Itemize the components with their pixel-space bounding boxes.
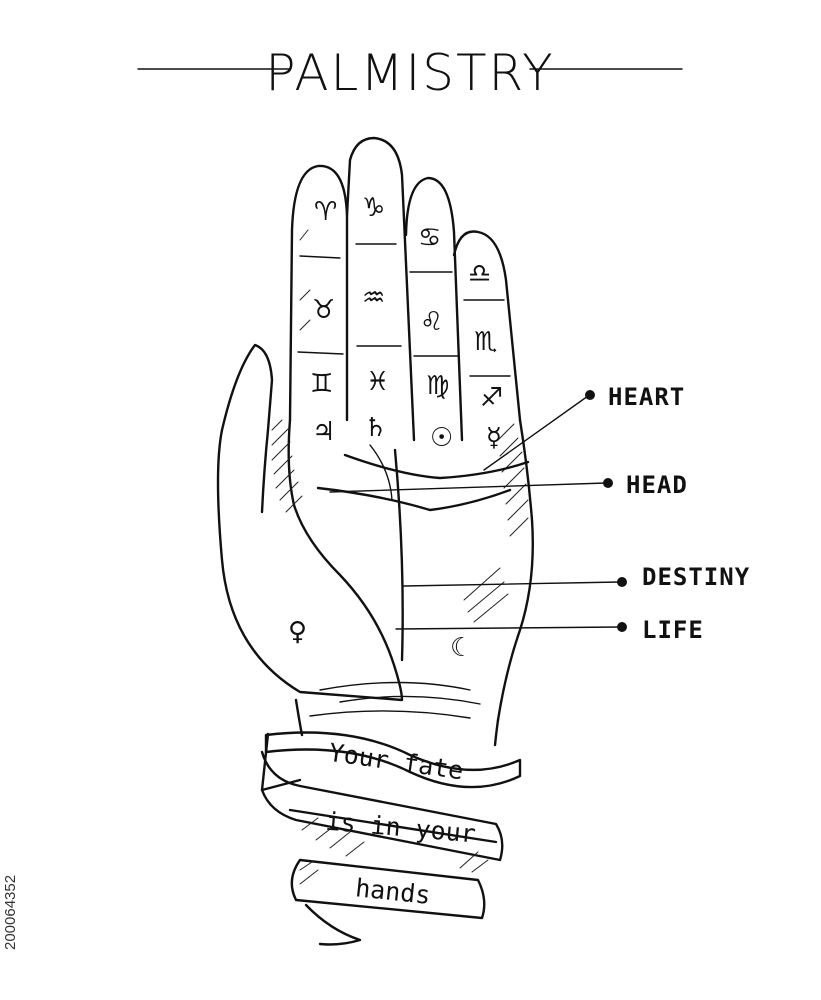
sun-icon: ☉: [430, 423, 453, 453]
taurus-icon: ♉: [312, 295, 335, 325]
ribbon-banner: Your fate is in your hands: [260, 731, 522, 946]
heart-dot: [585, 390, 595, 400]
ribbon-line-2: is in your: [325, 807, 477, 849]
saturn-icon: ♄: [364, 413, 387, 443]
stock-id-watermark: 200064352: [2, 760, 28, 970]
life-dot: [617, 622, 627, 632]
hand-drawing: [216, 136, 534, 747]
little-finger: [452, 230, 522, 422]
ribbon-line-3: hands: [354, 873, 432, 910]
palm-lines: [316, 444, 530, 662]
aquarius-icon: ♒: [362, 283, 385, 313]
heart-leader: [483, 395, 589, 471]
venus-icon: ♀: [288, 617, 307, 647]
scorpio-icon: ♏: [474, 327, 497, 357]
destiny-label: DESTINY: [642, 563, 750, 591]
ribbon-hatching: [299, 817, 489, 885]
ring-finger: [404, 176, 464, 442]
life-leader: [395, 626, 621, 630]
wrist-right: [493, 718, 500, 747]
wrist-creases: [309, 681, 481, 719]
page-title: PALMISTRY: [265, 44, 554, 102]
zodiac-glyphs: ♈ ♉ ♊ ♃ ♑ ♒ ♓ ♄ ♋ ♌ ♍ ☉ ♎ ♏ ♐ ☿ ♀ ☾: [288, 193, 503, 663]
gemini-icon: ♊: [310, 369, 333, 399]
leo-icon: ♌: [420, 307, 443, 337]
pisces-icon: ♓: [366, 367, 389, 397]
moon-icon: ☾: [450, 633, 473, 663]
head-line-curve: [316, 486, 512, 512]
wrist-left: [294, 698, 304, 737]
destiny-dot: [617, 577, 627, 587]
mercury-icon: ☿: [486, 423, 502, 453]
life-label: LIFE: [642, 616, 704, 644]
head-dot: [603, 478, 613, 488]
thumb-outline: [216, 343, 404, 702]
stock-id-text: 200064352: [2, 874, 19, 950]
heart-label: HEART: [608, 383, 685, 411]
head-leader: [329, 482, 607, 493]
ribbon-line-1: Your fate: [327, 738, 465, 786]
aries-icon: ♈: [314, 197, 337, 227]
jupiter-icon: ♃: [312, 417, 335, 447]
line-labels: HEART HEAD DESTINY LIFE: [329, 383, 750, 644]
head-label: HEAD: [626, 471, 688, 499]
index-finger: [288, 164, 349, 422]
heart-line-curve: [343, 453, 530, 480]
cancer-icon: ♋: [418, 223, 441, 253]
sagittarius-icon: ♐: [480, 383, 503, 413]
virgo-icon: ♍: [426, 371, 449, 401]
middle-finger: [345, 136, 416, 442]
minor-line: [369, 444, 393, 501]
libra-icon: ♎: [468, 259, 491, 289]
finger-joints: [297, 243, 511, 377]
life-line-curve: [393, 448, 404, 662]
destiny-leader: [403, 581, 621, 587]
capricorn-icon: ♑: [362, 193, 385, 223]
palm-edge: [496, 418, 534, 722]
